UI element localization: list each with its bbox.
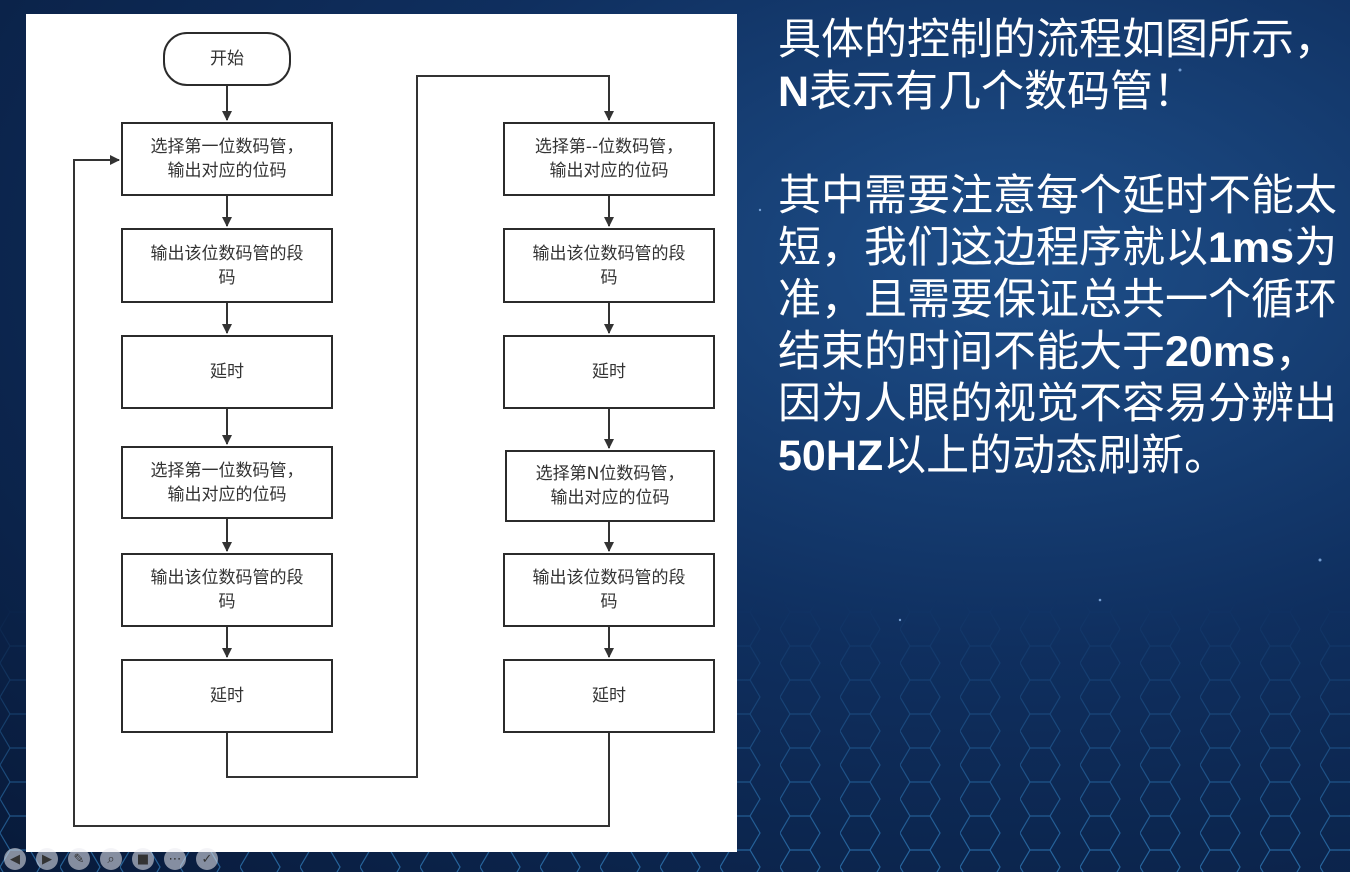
more-icon[interactable]: ⋯ [164, 848, 186, 870]
para1-text-a: 具体的控制的流程如图所示， [778, 15, 1337, 65]
right-select-n-node: 选择第N位数码管， 输出对应的位码 [505, 450, 715, 522]
prev-icon[interactable]: ◀ [4, 848, 26, 870]
explanation-text: 具体的控制的流程如图所示，N表示有几个数码管！ 其中需要注意每个延时不能太短，我… [778, 14, 1338, 534]
right-output-segment-node: 输出该位数码管的段 码 [503, 228, 715, 303]
camera-icon[interactable]: ■ [132, 848, 154, 870]
next-icon[interactable]: ✓ [196, 848, 218, 870]
right-select-dash-node: 选择第--位数码管， 输出对应的位码 [503, 122, 715, 196]
para2-text-c: 为准，且需要保证总共一个循环结束的时间不能大于 [778, 223, 1338, 377]
left-output-segment-node-2: 输出该位数码管的段 码 [121, 553, 333, 627]
arrow-left-to-right [226, 75, 614, 778]
flowchart-panel: 开始 选择第一位数码管， 输出对应的位码 输出该位数码管的段 码 延时 选择第一… [26, 14, 737, 852]
right-delay-node: 延时 [503, 335, 715, 409]
zoom-icon[interactable]: ⌕ [100, 848, 122, 870]
paragraph-1: 具体的控制的流程如图所示，N表示有几个数码管！ [778, 14, 1338, 118]
left-select-first-node: 选择第一位数码管， 输出对应的位码 [121, 122, 333, 196]
para2-text-g: 以上的动态刷新。 [883, 431, 1228, 481]
paragraph-2: 其中需要注意每个延时不能太短，我们这边程序就以1ms为准，且需要保证总共一个循环… [778, 170, 1338, 482]
para2-text-f: 50HZ [778, 432, 884, 480]
para1-text-c: 表示有几个数码管！ [809, 67, 1197, 117]
start-node: 开始 [163, 32, 291, 86]
para2-text-d: 20ms [1165, 328, 1275, 376]
play-icon[interactable]: ▶ [36, 848, 58, 870]
para2-text-a: 其中需要注意每个延时不能太短，我们这边程序就以 [778, 171, 1337, 273]
presentation-toolbar: ◀ ▶ ✎ ⌕ ■ ⋯ ✓ [0, 846, 344, 872]
right-delay-node-2: 延时 [503, 659, 715, 733]
pen-icon[interactable]: ✎ [68, 848, 90, 870]
para2-text-e: ，因为人眼的视觉不容易分辨出 [778, 327, 1337, 429]
left-output-segment-node: 输出该位数码管的段 码 [121, 228, 333, 303]
para2-text-b: 1ms [1208, 224, 1295, 272]
arrow-loop-back [73, 155, 610, 827]
left-delay-node-2: 延时 [121, 659, 333, 733]
para1-text-b: N [778, 68, 810, 116]
flowchart-connectors [73, 75, 614, 827]
left-delay-node: 延时 [121, 335, 333, 409]
left-select-first-node-2: 选择第一位数码管， 输出对应的位码 [121, 446, 333, 519]
right-output-segment-node-2: 输出该位数码管的段 码 [503, 553, 715, 627]
